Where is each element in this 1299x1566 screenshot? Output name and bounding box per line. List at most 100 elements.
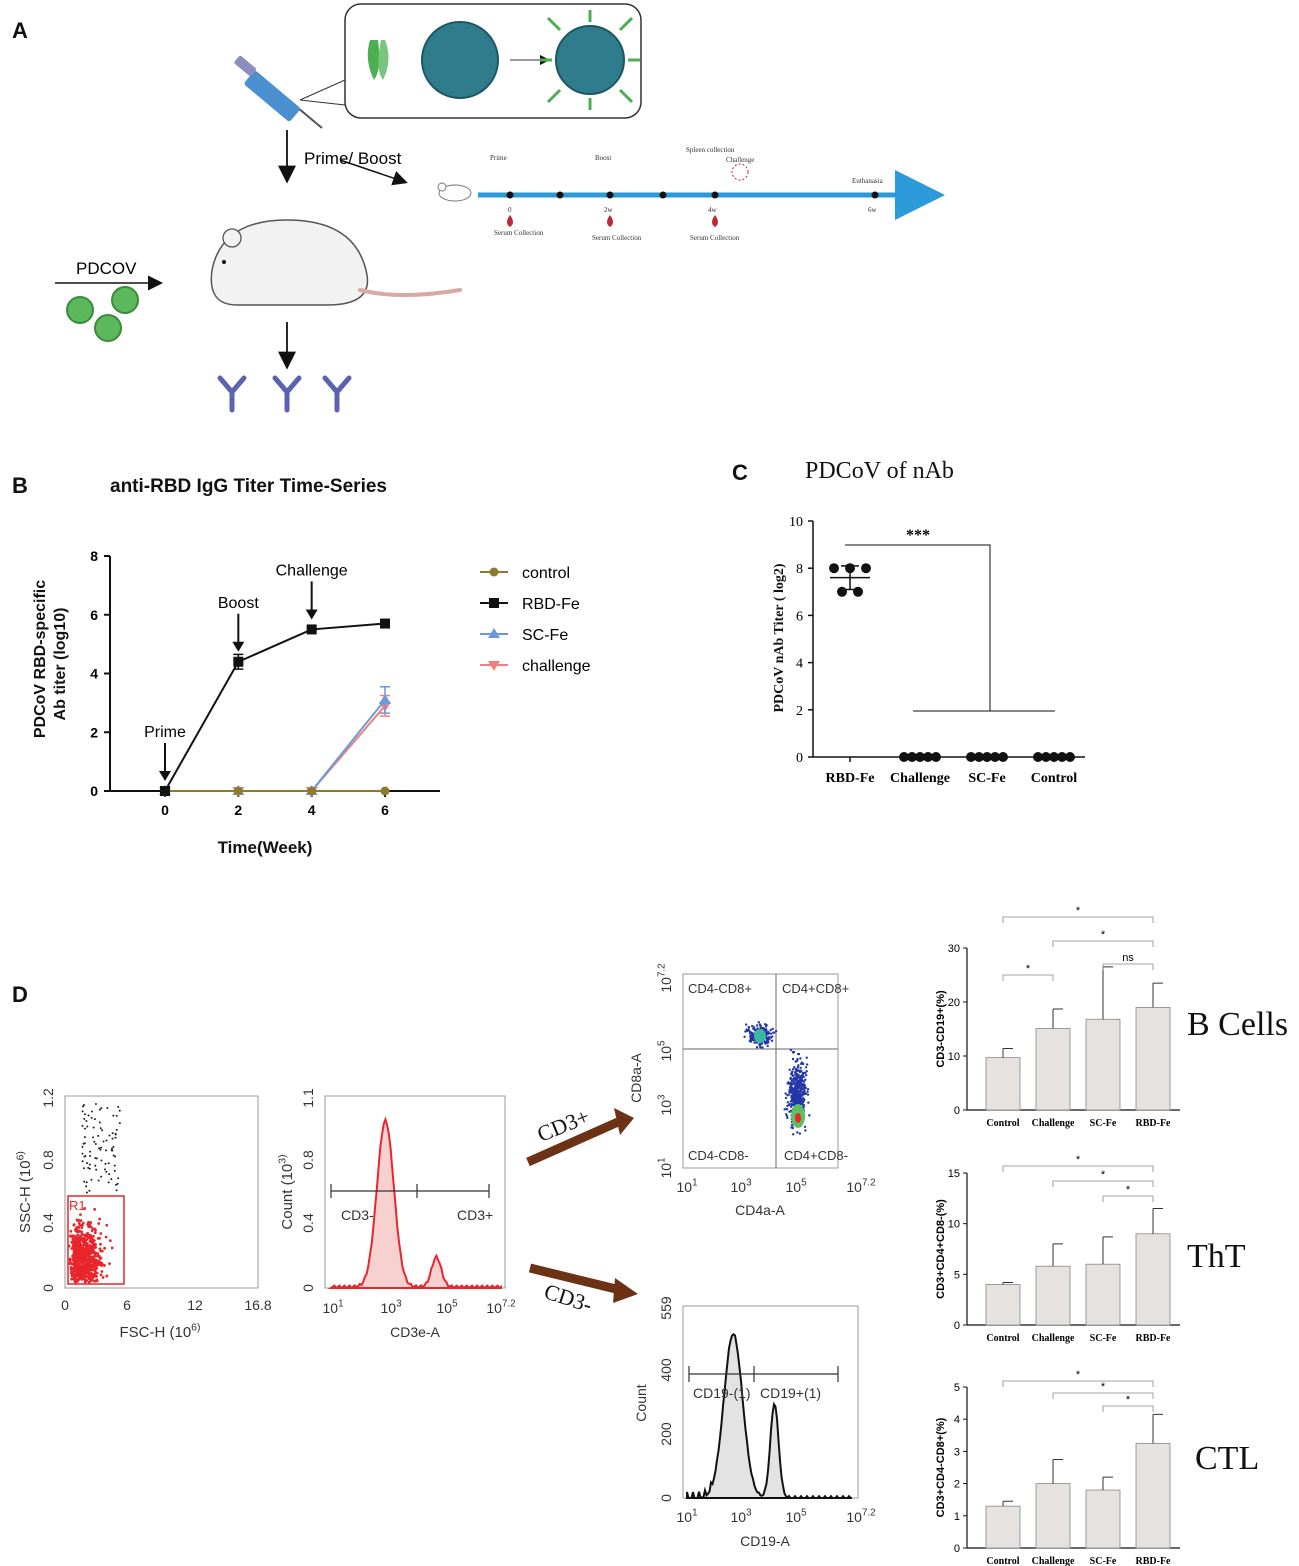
- chart-c-xtick-label: SC-Fe: [968, 771, 1005, 786]
- timeline-mouse-icon: [437, 182, 472, 202]
- fsc-event-ungated: [97, 1179, 100, 1182]
- timeline-prime: Prime: [490, 154, 507, 162]
- chart-b-annotation-prime: Prime: [144, 724, 186, 741]
- chart-c-ytick-label: 4: [796, 657, 803, 672]
- fsc-event: [94, 1258, 98, 1262]
- quad-event: [789, 1100, 792, 1103]
- cd19-ytick-label: 400: [658, 1358, 674, 1382]
- chart-b-ytick-label: 4: [90, 666, 98, 682]
- fsc-event: [90, 1265, 94, 1269]
- chart-b-point-SC-Fe: [379, 693, 391, 704]
- bar-d3-sig-label: *: [1126, 1394, 1131, 1406]
- quad-ytick-label: 105: [657, 1040, 674, 1062]
- chart-c-point: [829, 563, 839, 574]
- chart-b-legend-marker: [489, 567, 499, 577]
- fsc-event: [77, 1259, 80, 1263]
- quad-event: [786, 1104, 789, 1108]
- fsc-event: [72, 1247, 76, 1251]
- fsc-event: [93, 1207, 97, 1211]
- chart-c-significance-bracket: [845, 544, 1055, 712]
- quad-event: [796, 1090, 799, 1093]
- quad-event: [795, 1096, 798, 1099]
- quad-event: [798, 1094, 802, 1097]
- quad-event: [795, 1072, 799, 1076]
- fsc-event-ungated: [85, 1191, 88, 1194]
- fsc-event-ungated: [105, 1170, 108, 1173]
- chart-c-point: [923, 752, 933, 762]
- chart-b-ytick-label: 8: [90, 548, 98, 564]
- bar-d3-ytick-label: 4: [954, 1414, 960, 1426]
- quad-xtick-label: 105: [785, 1178, 807, 1195]
- fsc-event-ungated: [92, 1136, 95, 1139]
- arrow-cd3pos-head: [614, 1108, 634, 1135]
- quad-event: [765, 1023, 768, 1027]
- fsc-ytick-label: 0.4: [40, 1213, 56, 1233]
- fsc-event: [92, 1251, 96, 1255]
- bar-d3-bar: [985, 1505, 1021, 1549]
- fsc-event: [95, 1261, 99, 1265]
- quad-event: [752, 1026, 756, 1029]
- chart-c-point: [931, 752, 941, 762]
- cd19-histogram: [686, 1333, 852, 1500]
- fsc-event: [80, 1258, 83, 1261]
- bar-d2-sig-bracket: [1002, 1165, 1154, 1172]
- fsc-event: [75, 1243, 79, 1247]
- quad-event: [789, 1081, 793, 1085]
- fsc-event: [77, 1245, 81, 1249]
- fsc-event: [82, 1254, 86, 1258]
- fsc-event: [97, 1222, 101, 1225]
- quad-ytick-label: 101: [657, 1157, 674, 1178]
- chart-c-point: [974, 752, 984, 762]
- bar-d1-sig-label: ns: [1122, 952, 1134, 964]
- bar-d2-ytick-label: 10: [948, 1219, 960, 1231]
- fsc-event-ungated: [94, 1142, 97, 1145]
- fsc-event-ungated: [111, 1137, 114, 1140]
- fsc-event: [77, 1221, 81, 1225]
- bar-d2-errorbar: [1152, 1207, 1163, 1234]
- quad-event: [794, 1071, 797, 1074]
- quad-event: [759, 1024, 763, 1028]
- timeline-t4: 4w: [708, 206, 718, 214]
- fsc-event-ungated: [117, 1105, 120, 1108]
- timeline-spleen: Spleen collection: [686, 146, 735, 154]
- bar-d1-sig-label: *: [1101, 929, 1106, 941]
- fsc-event: [97, 1259, 101, 1263]
- fsc-event: [87, 1254, 91, 1257]
- bar-d2-sig-label: *: [1126, 1184, 1131, 1196]
- chart-b-annotation-challenge: Challenge: [276, 562, 348, 579]
- cd19-xtick-label: 107.2: [846, 1508, 875, 1525]
- fsc-event: [72, 1223, 76, 1227]
- fsc-event: [89, 1245, 93, 1249]
- fsc-event: [71, 1277, 75, 1281]
- fsc-event: [86, 1236, 90, 1240]
- cd19-ytick-label: 559: [658, 1296, 674, 1320]
- fsc-event-ungated: [94, 1103, 97, 1106]
- quad-event: [785, 1107, 788, 1111]
- quad-event: [798, 1086, 801, 1089]
- quad-event: [797, 1099, 801, 1102]
- fsc-event-ungated: [105, 1149, 108, 1152]
- fsc-event-ungated: [117, 1177, 120, 1180]
- quad-event: [804, 1071, 807, 1075]
- chart-b-xtick-label: 2: [234, 802, 242, 818]
- quad-event: [797, 1064, 800, 1067]
- fsc-event: [82, 1236, 86, 1240]
- quad-event: [791, 1074, 795, 1078]
- quad-label-lr: CD4+CD8-: [784, 1148, 848, 1163]
- quad-event: [786, 1100, 790, 1104]
- fsc-xtick-label: 12: [187, 1297, 203, 1313]
- quad-event: [755, 1024, 759, 1027]
- bar-d2-errorbar: [1102, 1236, 1113, 1265]
- bar-d1-ylabel: CD3-CD19+(%): [935, 990, 947, 1068]
- fsc-event-ungated: [99, 1148, 102, 1151]
- fsc-event-ungated: [89, 1154, 92, 1157]
- quad-event: [749, 1031, 752, 1034]
- fsc-event-ungated: [85, 1185, 88, 1188]
- quad-event: [791, 1068, 795, 1071]
- bar-d3-errorbar: [1002, 1500, 1013, 1507]
- fsc-event-ungated: [100, 1107, 103, 1110]
- fsc-event: [74, 1229, 78, 1233]
- bar-d1-xtick-label: Control: [986, 1118, 1019, 1129]
- bar-d2-errorbar: [1052, 1243, 1063, 1267]
